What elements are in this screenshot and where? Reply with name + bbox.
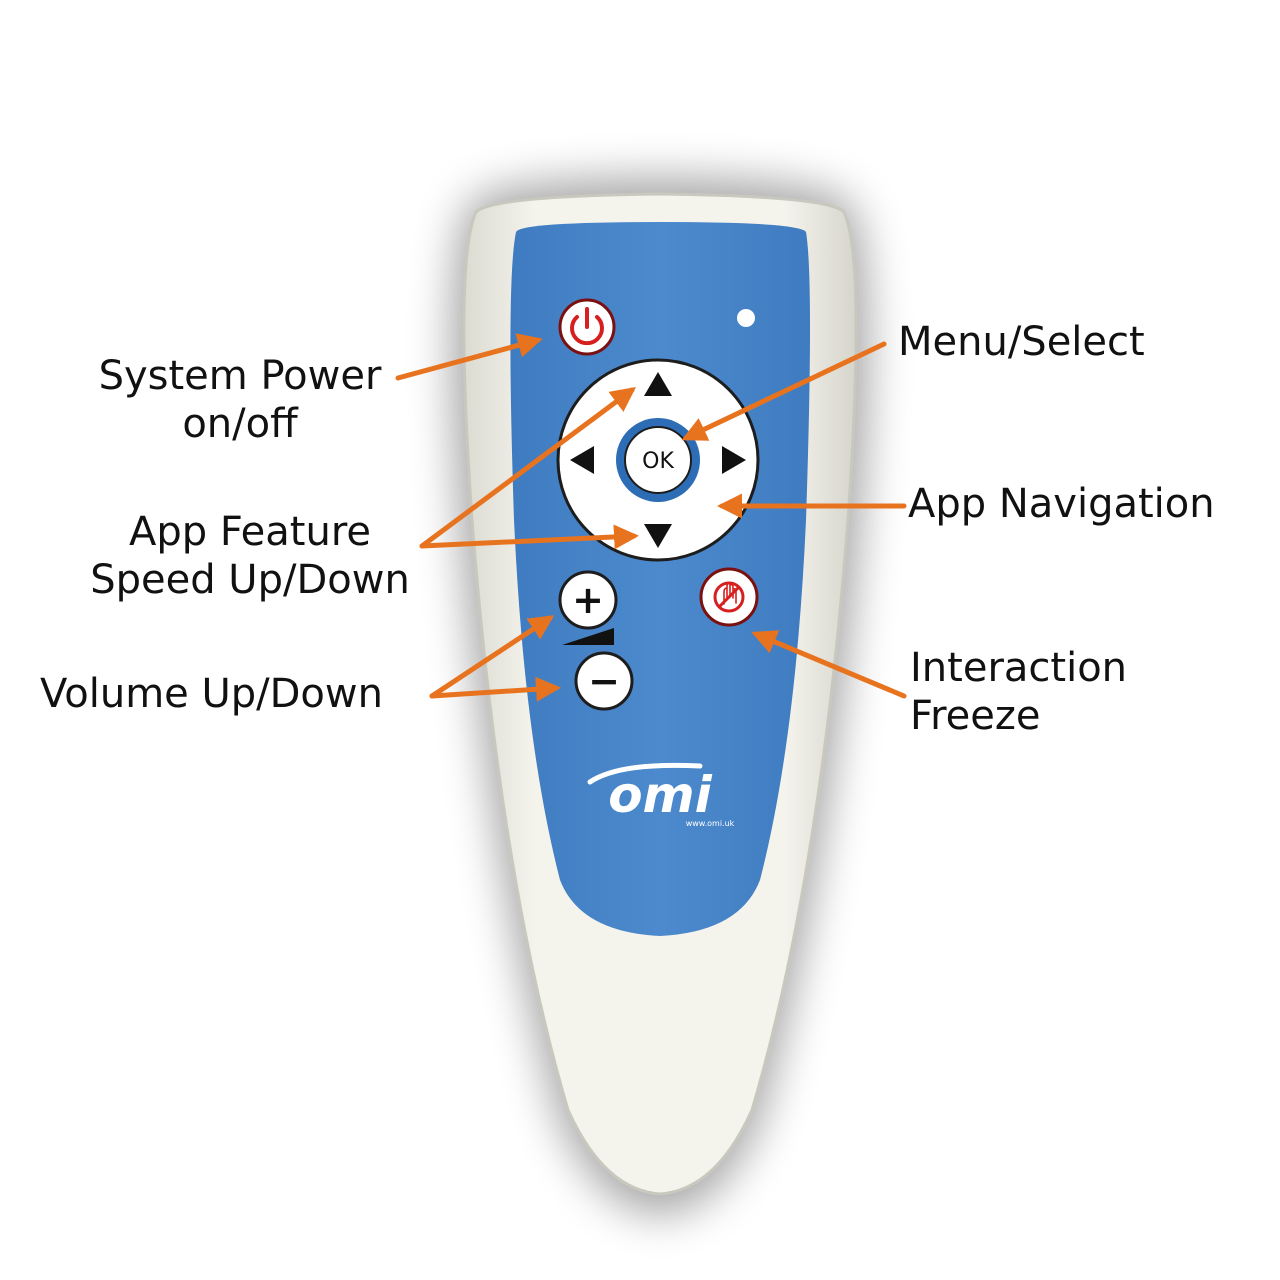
label-volume: Volume Up/Down [40,671,383,717]
left-arrow-icon[interactable] [570,446,594,474]
freeze-button[interactable] [699,567,759,627]
ok-button[interactable]: OK [616,418,700,502]
power-icon [570,307,604,346]
remote-face-panel [510,222,810,936]
label-system-power-line2: on/off [182,401,298,447]
arrow-volume-down [429,676,561,702]
label-system-power-line1: System Power [98,353,382,399]
minus-icon: − [588,659,620,703]
arrow-speed-down [419,524,639,550]
volume-ramp-icon [562,628,614,645]
label-speed-line1: App Feature [128,509,371,555]
label-interaction-freeze: Interaction Freeze [910,644,1127,740]
logo-text: omi [608,766,712,824]
indicator-led [737,309,755,327]
omi-logo: omi www.omi.uk [587,762,735,828]
freeze-hand-icon [713,581,745,613]
down-arrow-icon[interactable] [644,524,672,548]
logo-url: www.omi.uk [686,819,735,828]
annotation-arrows [395,333,907,702]
label-speed-line2: Speed Up/Down [90,557,410,603]
right-arrow-icon[interactable] [722,446,746,474]
label-freeze-line2: Freeze [910,693,1041,739]
label-freeze-line1: Interaction [910,645,1128,691]
arrow-speed-up [419,387,637,549]
arrow-power [395,333,543,381]
arrow-freeze [751,630,907,699]
arrow-volume-up [429,615,555,699]
label-system-power: System Power on/off [80,352,400,448]
volume-down-button[interactable]: − [574,651,634,711]
up-arrow-icon[interactable] [644,372,672,396]
navigation-pad[interactable]: OK [556,358,760,562]
power-button[interactable] [558,298,616,356]
label-app-navigation: App Navigation [908,481,1215,527]
arrow-menu [681,341,887,441]
label-speed: App Feature Speed Up/Down [60,508,440,604]
plus-icon: + [572,578,604,622]
volume-up-button[interactable]: + [558,570,618,630]
label-menu-select: Menu/Select [898,319,1145,365]
ok-label: OK [642,449,674,474]
